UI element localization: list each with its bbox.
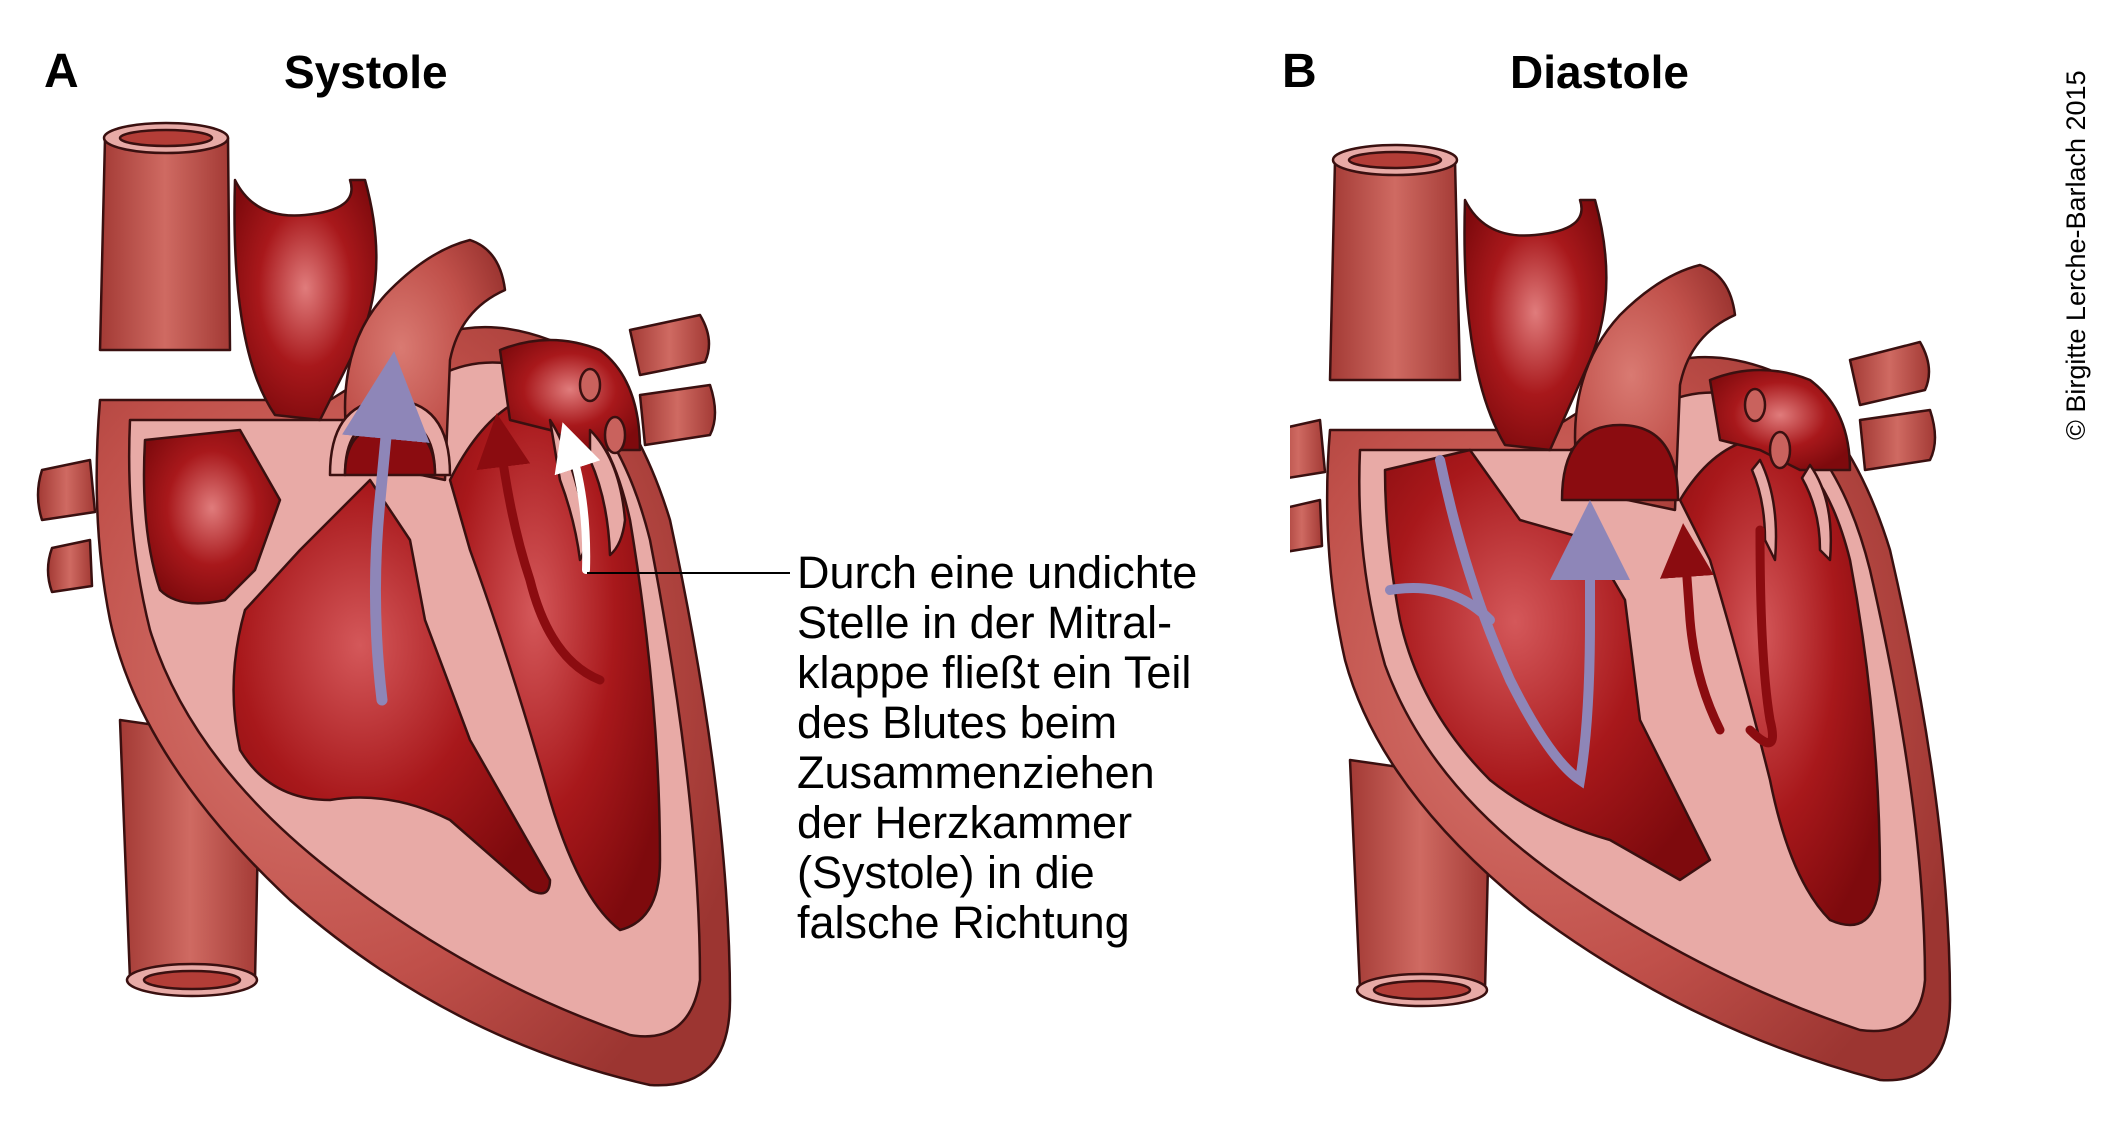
caption-line: falsche Richtung: [797, 897, 1130, 948]
caption-line: klappe fließt ein Teil: [797, 647, 1192, 698]
purple-flow-arrow-diastole-1: [1435, 455, 1630, 789]
pulmonary-artery: [233, 178, 378, 422]
panel-b-letter: B: [1282, 45, 1317, 98]
pulmonary-artery: [1463, 198, 1608, 452]
superior-vena-cava: [1328, 158, 1462, 382]
right-atrium: [142, 428, 282, 605]
heart-systole-illustration: [36, 121, 790, 1087]
caption-line: Stelle in der Mitral-: [797, 597, 1173, 648]
red-flow-arrow-systole: [476, 413, 605, 685]
panel-b-title: Diastole: [1510, 46, 1689, 98]
panel-a-title: Systole: [284, 46, 448, 98]
panel-a-letter: A: [44, 45, 79, 98]
caption-line: (Systole) in die: [797, 847, 1095, 898]
caption-line: Durch eine undichte: [797, 547, 1198, 598]
right-ventricle: [232, 478, 552, 895]
purple-flow-arrow-systole: [342, 351, 430, 706]
caption-line: des Blutes beim: [797, 697, 1118, 748]
caption-line: der Herzkammer: [797, 797, 1133, 848]
heart-diastole-illustration: [1290, 143, 1952, 1082]
caption-line: Zusammenziehen: [797, 747, 1155, 798]
red-flow-arrow-diastole-2: [1745, 525, 1777, 748]
mitral-valve-open: [1750, 458, 1778, 562]
regurgitation-arrow: [554, 422, 601, 574]
left-atrium: [498, 338, 642, 452]
aortic-valve: [1560, 423, 1680, 502]
mitral-regurgitation-caption: Durch eine undichte Stelle in der Mitral…: [797, 548, 1257, 948]
red-flow-arrow-diastole-1: [1659, 523, 1725, 735]
purple-flow-arrow-diastole-2: [1385, 583, 1495, 625]
left-atrium: [1708, 368, 1852, 472]
superior-vena-cava: [98, 136, 232, 352]
copyright-notice: © Birgitte Lerche-Barlach 2015: [2055, 40, 2095, 460]
copyright-text: © Birgitte Lerche-Barlach 2015: [2061, 70, 2091, 440]
